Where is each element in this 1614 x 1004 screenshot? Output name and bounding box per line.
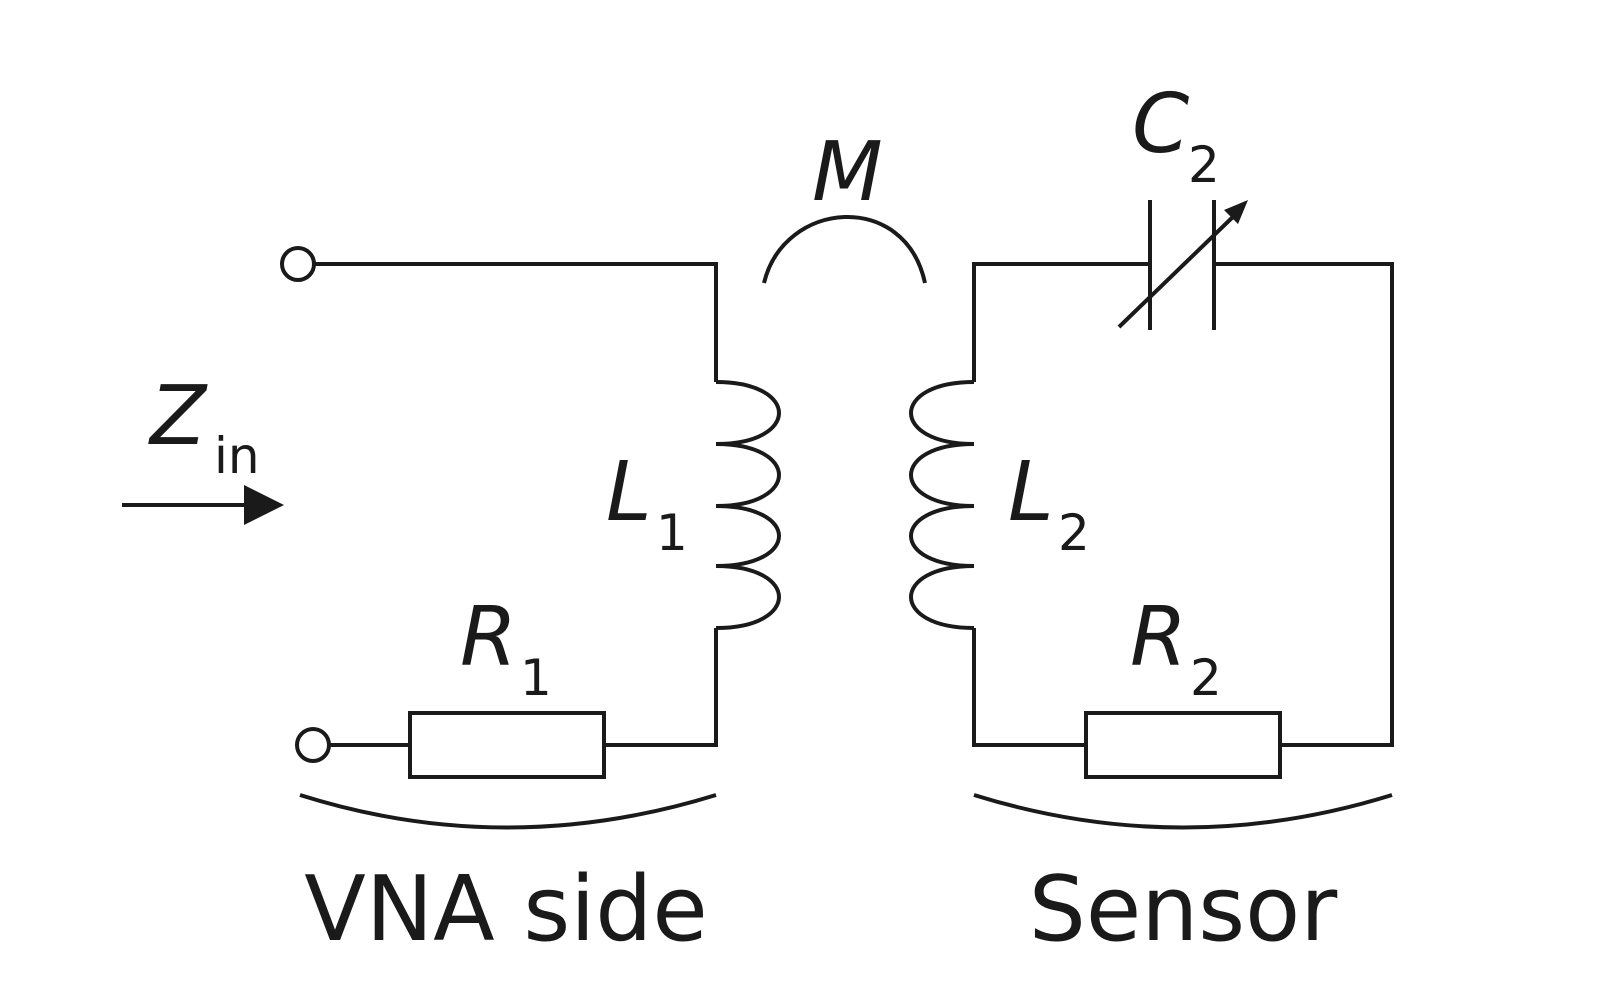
label-r2-main: R [1130,590,1187,685]
label-m-main: M [812,125,883,220]
label-zin-sub: in [214,427,260,485]
label-r1: R 1 [460,590,552,707]
input-terminal-bottom [295,727,331,763]
mutual-coupling-arc [762,215,927,284]
label-zin: Z in [148,369,260,485]
label-c2-main: C [1132,77,1189,172]
inductor-l1 [715,380,781,630]
label-r1-sub: 1 [520,649,552,707]
resistor-r1 [408,711,606,779]
caption-vna-side: VNA side [304,857,707,962]
sensor-top-left-wire [972,262,1150,382]
label-r1-main: R [460,590,517,685]
sensor-loop [909,200,1394,830]
vna-loop [280,246,781,830]
label-l1-main: L [606,445,652,540]
label-c2: C 2 [1132,77,1220,194]
sensor-left-bottom-wire [972,628,1086,747]
caption-sensor: Sensor [1029,857,1338,962]
vna-top-wire [314,262,718,382]
sensor-group-bracket [973,793,1393,830]
label-l2-sub: 2 [1058,504,1090,562]
label-l1: L 1 [606,445,688,562]
vna-group-bracket [299,793,717,830]
label-l2: L 2 [1008,445,1090,562]
label-l2-main: L [1008,445,1054,540]
variable-capacitor-c2 [1117,200,1248,330]
label-l1-sub: 1 [656,504,688,562]
label-m: M [812,125,883,220]
input-terminal-top [280,246,316,282]
label-r2: R 2 [1130,590,1222,707]
resistor-r2 [1084,711,1282,779]
label-zin-main: Z [148,369,208,464]
sensor-right-wire [1214,262,1394,747]
zin-arrow-icon [122,485,284,525]
inductor-l2 [909,380,975,630]
label-c2-sub: 2 [1188,136,1220,194]
vna-right-wire [604,628,718,747]
label-r2-sub: 2 [1190,649,1222,707]
